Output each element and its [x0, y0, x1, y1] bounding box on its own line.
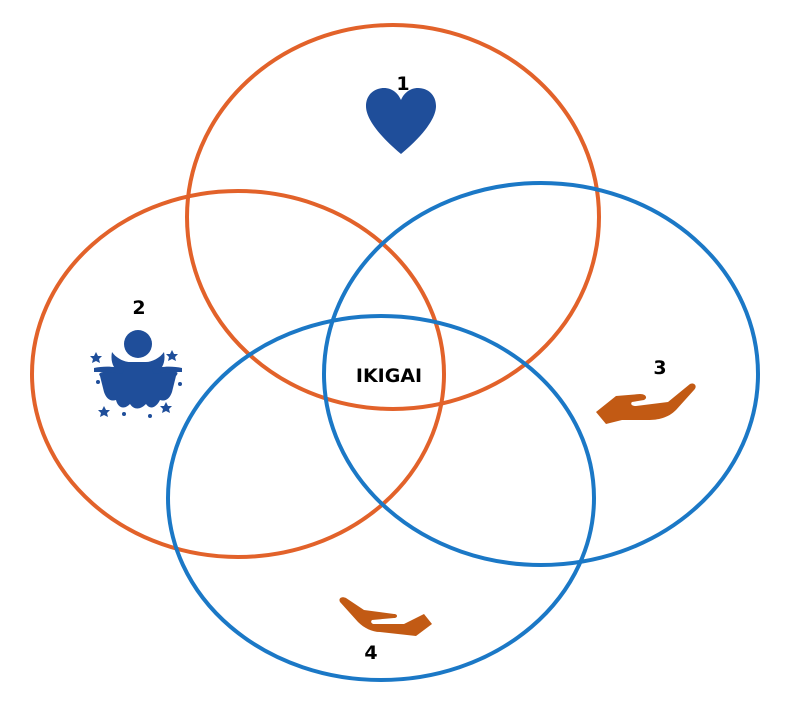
ring-bottom	[166, 314, 596, 682]
label-2: 2	[132, 297, 145, 319]
label-1: 1	[396, 73, 409, 95]
ring-top	[185, 23, 601, 411]
ring-left	[30, 189, 446, 559]
center-label: IKIGAI	[356, 365, 422, 387]
celebrating-person-icon	[90, 330, 182, 418]
giving-hand-icon	[596, 383, 696, 424]
label-3: 3	[653, 357, 666, 379]
ring-right	[322, 181, 760, 567]
heart-icon	[366, 88, 436, 154]
receiving-hand-icon	[339, 597, 432, 636]
label-4: 4	[364, 642, 377, 664]
